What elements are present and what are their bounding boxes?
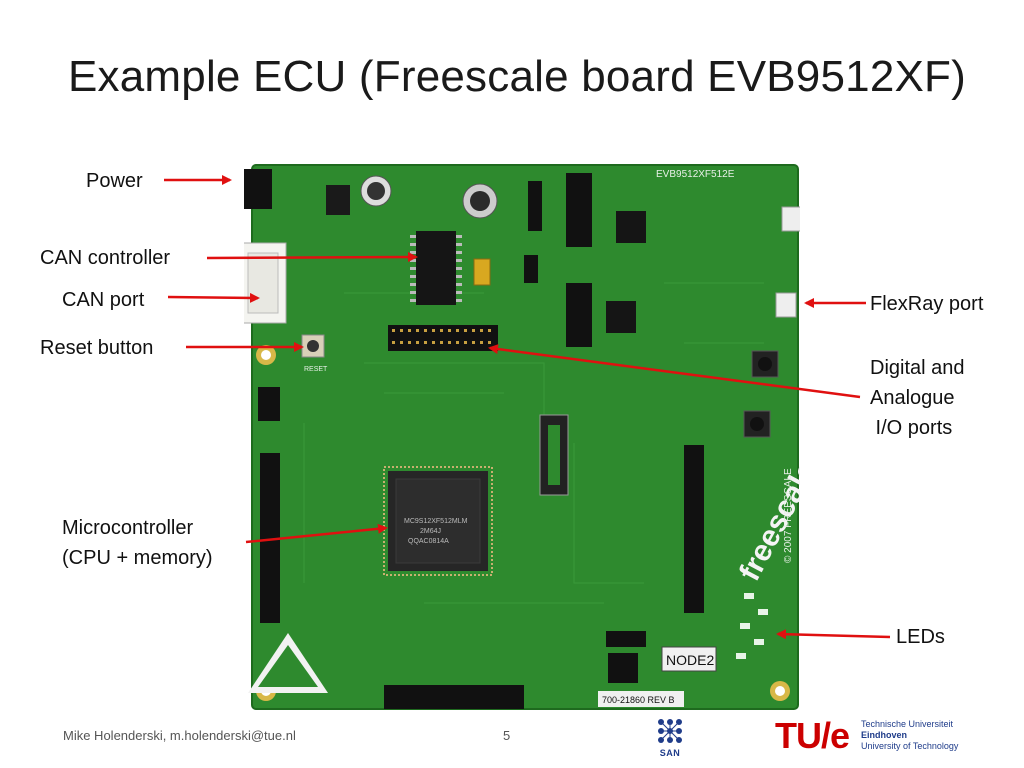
copyright-silkscreen: © 2007 FREESCALE	[783, 468, 794, 563]
microcontroller-chip: MC9S12XF512MLM 2M64J QQAC0814A	[388, 471, 488, 571]
label-microcontroller: Microcontroller (CPU + memory)	[62, 513, 213, 573]
power-jack	[244, 169, 272, 209]
label-can-port: CAN port	[62, 289, 145, 311]
footer-author: Mike Holenderski, m.holenderski@tue.nl	[63, 728, 296, 743]
reset-silkscreen: RESET	[304, 366, 328, 373]
rev-label: 700-21860 REV B	[602, 695, 675, 705]
label-can-controller: CAN controller	[40, 247, 171, 269]
label-digital-line3: I/O ports	[870, 417, 953, 439]
label-digital-analogue-io: Digital and Analogue I/O ports	[870, 353, 965, 443]
san-logo-icon	[658, 719, 682, 743]
ecu-board-image: EVB9512XF512E RESET	[244, 164, 800, 710]
capacitors	[360, 175, 498, 219]
reset-button-part: RESET	[301, 334, 328, 373]
tue-mark: TU/e	[775, 715, 850, 756]
label-flexray-port: FlexRay port	[870, 293, 984, 315]
tue-logo: TU/e Technische Universiteit Eindhoven U…	[775, 716, 985, 756]
label-digital-line1: Digital and	[870, 357, 965, 379]
page-number: 5	[503, 728, 511, 743]
board-silkscreen-top: EVB9512XF512E	[656, 169, 735, 180]
tue-text: Technische Universiteit Eindhoven Univer…	[861, 719, 959, 751]
pcb-body	[252, 165, 798, 709]
san-logo: SAN	[653, 716, 687, 760]
node-label: NODE2	[666, 652, 714, 668]
label-microcontroller-line2: (CPU + memory)	[62, 547, 213, 569]
label-power: Power	[86, 170, 143, 192]
label-leds: LEDs	[896, 626, 945, 648]
svg-text:2M64J: 2M64J	[420, 528, 441, 535]
svg-text:QQAC0814A: QQAC0814A	[408, 538, 449, 545]
svg-text:MC9S12XF512MLM: MC9S12XF512MLM	[404, 518, 468, 525]
slide-title: Example ECU (Freescale board EVB9512XF)	[68, 52, 966, 101]
can-connector	[244, 242, 287, 324]
label-digital-line2: Analogue	[870, 387, 955, 409]
label-microcontroller-line1: Microcontroller	[62, 517, 194, 539]
io-header-row	[388, 325, 498, 351]
san-text: SAN	[659, 748, 681, 758]
led-cluster	[736, 593, 768, 659]
label-reset-button: Reset button	[40, 337, 154, 359]
can-controller-chip	[410, 231, 462, 305]
